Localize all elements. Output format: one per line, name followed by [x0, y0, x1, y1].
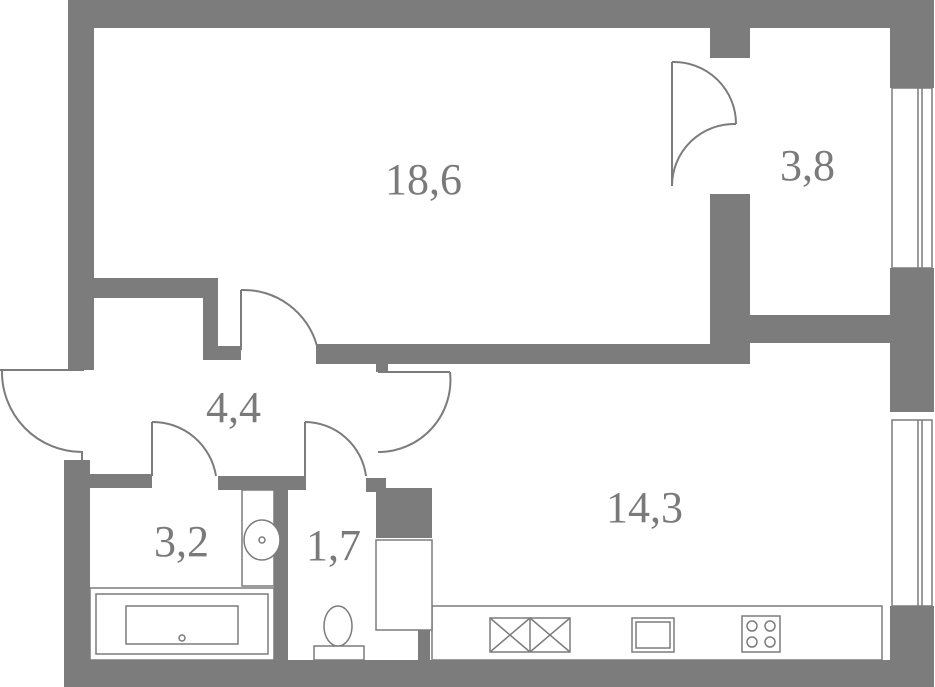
entrance-door-swing [0, 369, 84, 460]
windows [891, 87, 933, 607]
kitchen-sink-inner [635, 621, 671, 649]
kitchen-door-swing [377, 371, 452, 454]
top-wall [68, 0, 934, 28]
right-wall-top [890, 0, 934, 88]
dishwasher-line-2 [489, 617, 531, 653]
fixtures [89, 489, 883, 661]
door-jamb-small [376, 362, 388, 372]
bathroom-wall-top-right [218, 476, 306, 490]
stove-burner-1 [746, 620, 758, 632]
stove-icon [741, 615, 781, 653]
room-area-hallway: 4,4 [206, 383, 261, 432]
fridge [375, 539, 433, 631]
doors [0, 60, 737, 477]
room-area-kitchen: 14,3 [606, 483, 683, 532]
storage-wall-bottom [710, 315, 934, 343]
toilet-door-swing [304, 421, 367, 477]
kitchen-column [376, 488, 432, 538]
bottom-wall [64, 660, 934, 687]
living-door-swing [240, 288, 318, 350]
dishwasher-line-4 [529, 617, 571, 653]
room-area-living-room: 18,6 [385, 155, 462, 204]
stove-burner-3 [746, 636, 758, 648]
hall-wall-post-base [203, 346, 241, 360]
walls [64, 0, 934, 687]
left-wall-lower [64, 460, 90, 687]
bathtub-drain-icon [178, 634, 186, 642]
toilet-bowl-icon [323, 605, 353, 647]
hall-wall-post [203, 278, 218, 360]
bathroom-wall-top [86, 474, 152, 488]
toilet-cistern [313, 645, 365, 661]
living-wall-bottom [316, 344, 750, 364]
kitchen-column-bottom [418, 630, 430, 660]
left-wall-upper [68, 0, 94, 370]
room-area-storage: 3,8 [780, 141, 835, 190]
storage-door-left [671, 60, 737, 187]
hall-wall-left [92, 278, 218, 298]
window-kitchen [891, 419, 933, 607]
stove-burner-4 [764, 636, 776, 648]
right-wall-bottom [890, 606, 934, 687]
room-area-toilet: 1,7 [306, 521, 361, 570]
sink-tap-icon [258, 536, 266, 544]
room-area-bathroom: 3,2 [154, 517, 209, 566]
window-storage [891, 87, 933, 269]
storage-wall-top [710, 28, 750, 58]
bathroom-door-swing [151, 420, 217, 477]
stove-burner-2 [764, 620, 776, 632]
bath-toilet-partition [274, 486, 288, 660]
